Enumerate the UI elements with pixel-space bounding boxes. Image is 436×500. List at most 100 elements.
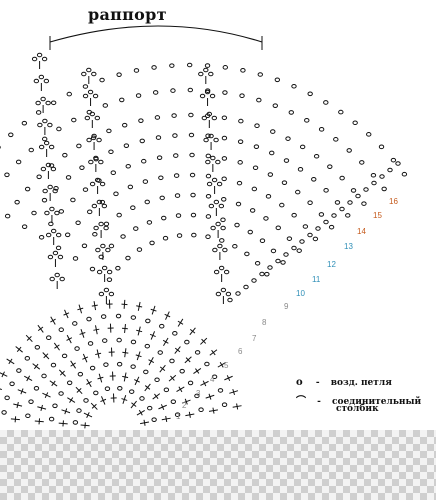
chain-stitch bbox=[87, 341, 94, 346]
chain-stitch bbox=[171, 113, 177, 118]
chain-stitch bbox=[37, 122, 43, 128]
chain-stitch bbox=[50, 166, 57, 172]
chain-stitch bbox=[186, 62, 193, 68]
chain-stitch bbox=[220, 217, 226, 223]
chain-stitch bbox=[299, 144, 306, 150]
chain-stitch bbox=[201, 115, 208, 121]
chain-stitch bbox=[28, 147, 34, 153]
chain-stitch bbox=[206, 181, 213, 187]
chain-stitch bbox=[100, 314, 107, 319]
chain-stitch bbox=[38, 234, 45, 240]
chain-stitch bbox=[184, 339, 190, 345]
row-number: 3 bbox=[196, 389, 201, 398]
chain-stitch bbox=[93, 225, 99, 231]
chain-stitch bbox=[205, 159, 211, 165]
chain-stitch bbox=[89, 365, 96, 371]
chain-stitch bbox=[86, 316, 92, 322]
chain-stitch bbox=[45, 162, 52, 168]
treble-stitch bbox=[91, 301, 98, 311]
treble-stitch bbox=[135, 351, 142, 361]
chain-stitch bbox=[141, 158, 147, 164]
chain-stitch bbox=[116, 212, 122, 218]
chain-stitch bbox=[215, 291, 222, 297]
chain-stitch bbox=[219, 238, 225, 243]
chain-stitch bbox=[48, 144, 55, 150]
chain-stitch bbox=[47, 254, 54, 260]
treble-stitch bbox=[66, 334, 73, 344]
chain-stitch bbox=[257, 72, 263, 77]
chain-stitch bbox=[339, 206, 345, 212]
row-number: 14 bbox=[357, 227, 366, 236]
chain-stitch bbox=[61, 353, 68, 359]
chain-stitch bbox=[222, 90, 228, 95]
chain-stitch bbox=[48, 416, 55, 422]
chain-stitch bbox=[36, 52, 43, 58]
treble-stitch bbox=[189, 327, 196, 336]
chain-stitch bbox=[104, 386, 111, 392]
row-number: 12 bbox=[327, 260, 336, 269]
chain-stitch bbox=[198, 71, 204, 77]
chain-stitch bbox=[48, 221, 54, 227]
chain-stitch bbox=[31, 210, 37, 216]
chain-stitch bbox=[91, 71, 97, 77]
treble-stitch bbox=[217, 361, 226, 368]
treble-stitch bbox=[110, 393, 117, 403]
chain-stitch bbox=[208, 71, 214, 77]
chain-stitch bbox=[144, 343, 150, 349]
chain-stitch bbox=[331, 213, 337, 218]
chain-stitch bbox=[96, 269, 103, 275]
treble-stitch bbox=[148, 356, 155, 366]
chain-stitch bbox=[307, 91, 313, 97]
treble-stitch bbox=[232, 403, 242, 410]
chain-stitch bbox=[256, 97, 262, 103]
chain-stitch bbox=[159, 323, 165, 329]
chain-stitch bbox=[139, 138, 145, 144]
chain-stitch bbox=[328, 224, 335, 230]
chain-stitch bbox=[54, 210, 60, 216]
treble-stitch bbox=[75, 386, 83, 395]
chain-stitch bbox=[135, 93, 142, 98]
chain-stitch bbox=[371, 180, 377, 186]
treble-stitch bbox=[25, 334, 33, 343]
chain-stitch bbox=[279, 202, 285, 208]
chain-stitch bbox=[93, 155, 99, 161]
treble-stitch bbox=[32, 363, 41, 370]
treble-stitch bbox=[229, 388, 239, 396]
treble-stitch bbox=[58, 369, 66, 377]
chain-stitch bbox=[175, 213, 182, 218]
chain-stitch bbox=[58, 327, 64, 333]
chain-stitch bbox=[149, 240, 155, 246]
chain-stitch bbox=[86, 67, 92, 73]
chain-stitch bbox=[106, 128, 112, 134]
chain-stitch bbox=[36, 174, 42, 180]
treble-stitch bbox=[100, 396, 107, 405]
treble-stitch bbox=[24, 375, 33, 382]
chain-stitch bbox=[82, 187, 89, 192]
chain-stitch bbox=[9, 381, 15, 387]
chain-stitch bbox=[311, 176, 317, 182]
chain-stitch bbox=[366, 132, 372, 137]
chain-stitch bbox=[283, 158, 290, 163]
chain-stitch bbox=[307, 232, 313, 238]
treble-stitch bbox=[208, 407, 218, 414]
chain-stitch bbox=[208, 133, 214, 139]
chain-stitch bbox=[221, 115, 228, 121]
chain-stitch bbox=[270, 248, 277, 254]
chain-stitch bbox=[34, 345, 41, 350]
treble-stitch bbox=[10, 416, 20, 423]
chain-stitch bbox=[346, 148, 352, 153]
chain-stitch bbox=[339, 175, 345, 181]
treble-stitch bbox=[136, 301, 143, 311]
chain-stitch bbox=[169, 63, 175, 68]
chain-stitch bbox=[43, 78, 50, 84]
chain-stitch bbox=[194, 350, 201, 355]
treble-stitch bbox=[70, 360, 77, 369]
row-number: 16 bbox=[389, 197, 398, 206]
chain-stitch bbox=[234, 222, 240, 228]
legend-slip-label: соединительный bbox=[332, 397, 422, 407]
chain-stitch bbox=[87, 89, 94, 95]
chain-stitch bbox=[267, 265, 273, 270]
treble-stitch bbox=[158, 404, 167, 411]
chain-stitch bbox=[130, 205, 136, 211]
